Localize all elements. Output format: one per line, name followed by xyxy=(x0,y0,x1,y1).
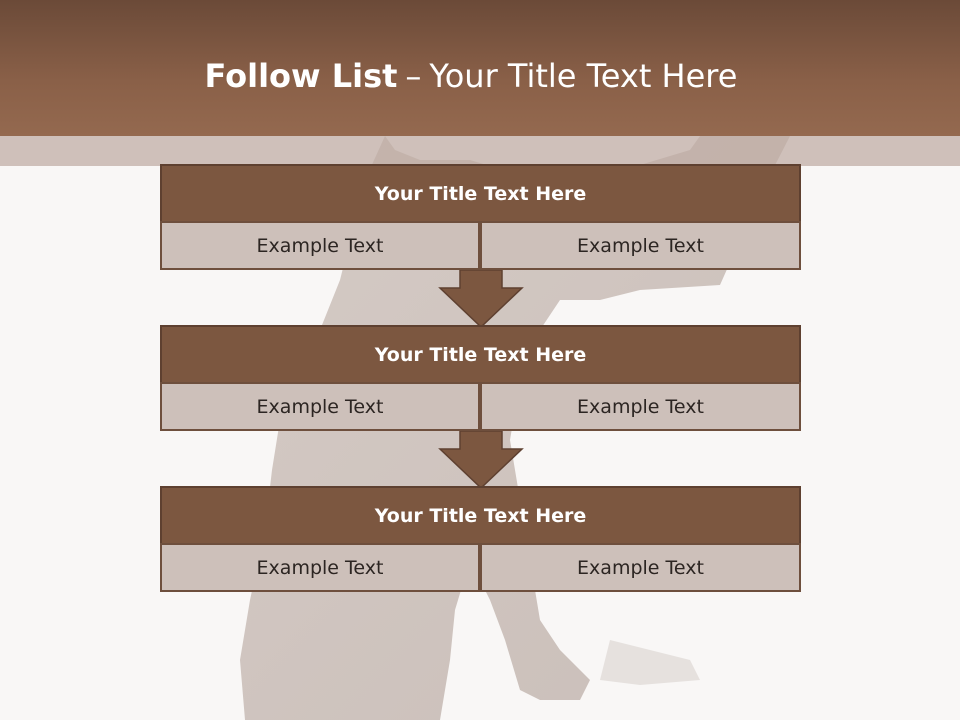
block-title: Your Title Text Here xyxy=(160,486,801,545)
slide-title-separator: – xyxy=(405,57,422,95)
block-title: Your Title Text Here xyxy=(160,325,801,384)
block-right-text: Example Text xyxy=(480,543,801,592)
follow-block-3: Your Title Text Here Example Text Exampl… xyxy=(160,486,801,592)
follow-block-2: Your Title Text Here Example Text Exampl… xyxy=(160,325,801,431)
down-arrow-icon xyxy=(438,431,524,489)
block-left-text: Example Text xyxy=(160,543,480,592)
header-sub-band xyxy=(0,136,960,166)
down-arrow-icon xyxy=(438,270,524,328)
slide-title: Follow List–Your Title Text Here xyxy=(0,52,942,100)
block-left-text: Example Text xyxy=(160,382,480,431)
block-left-text: Example Text xyxy=(160,221,480,270)
block-title: Your Title Text Here xyxy=(160,164,801,223)
slide-title-bold: Follow List xyxy=(204,57,398,95)
slide-title-rest: Your Title Text Here xyxy=(429,57,738,95)
block-right-text: Example Text xyxy=(480,221,801,270)
header-band xyxy=(0,0,960,136)
follow-block-1: Your Title Text Here Example Text Exampl… xyxy=(160,164,801,270)
block-right-text: Example Text xyxy=(480,382,801,431)
